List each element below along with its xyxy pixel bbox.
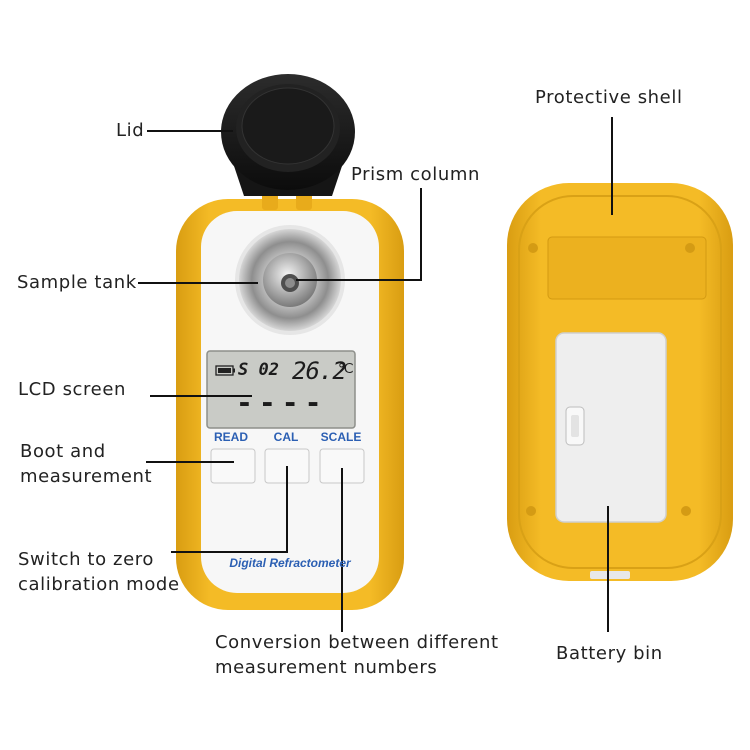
- back-device: [507, 183, 733, 581]
- lcd-reading: ----: [236, 386, 328, 419]
- lcd-temperature: 26.2: [292, 357, 347, 385]
- zero-calibration-pointer: [171, 466, 288, 553]
- screw-dot: [685, 243, 695, 253]
- screw-dot: [528, 243, 538, 253]
- conversion-label-line2: measurement numbers: [215, 657, 438, 678]
- lcd-screen: [206, 350, 356, 429]
- zero-calibration-label-line1: Switch to zero: [18, 549, 154, 570]
- device-name: Digital Refractometer: [229, 556, 351, 570]
- battery-bin-cover[interactable]: [555, 332, 667, 523]
- leader-lines: [138, 117, 613, 632]
- lcd-temperature-unit: ℃: [338, 361, 354, 377]
- battery-icon: [215, 365, 235, 376]
- prism-column-pointer: [296, 188, 422, 281]
- conversion-label-line1: Conversion between different: [215, 632, 499, 653]
- cal-button-label: CAL: [273, 430, 299, 444]
- sample-tank-label: Sample tank: [17, 272, 137, 293]
- lid-label: Lid: [116, 120, 145, 141]
- protective-shell-label: Protective shell: [535, 87, 683, 108]
- zero-calibration-label-line2: calibration mode: [18, 574, 180, 595]
- battery-bin-label: Battery bin: [556, 643, 663, 664]
- screw-dot: [526, 506, 536, 516]
- screw-dot: [681, 506, 691, 516]
- front-device: [176, 74, 404, 610]
- back-bottom-tab: [590, 571, 630, 579]
- read-button[interactable]: [210, 448, 256, 484]
- sample-tank-icon: [235, 225, 345, 335]
- scale-button-label: SCALE: [320, 430, 362, 444]
- boot-label-line1: Boot and: [20, 441, 106, 462]
- back-label-recess: [547, 236, 707, 300]
- lid-icon: [221, 74, 355, 196]
- prism-column-label: Prism column: [351, 164, 481, 185]
- lcd-screen-label: LCD screen: [18, 379, 127, 400]
- boot-label-line2: measurement: [20, 466, 153, 487]
- lcd-mode: S 02: [238, 360, 279, 380]
- read-button-label: READ: [213, 430, 248, 444]
